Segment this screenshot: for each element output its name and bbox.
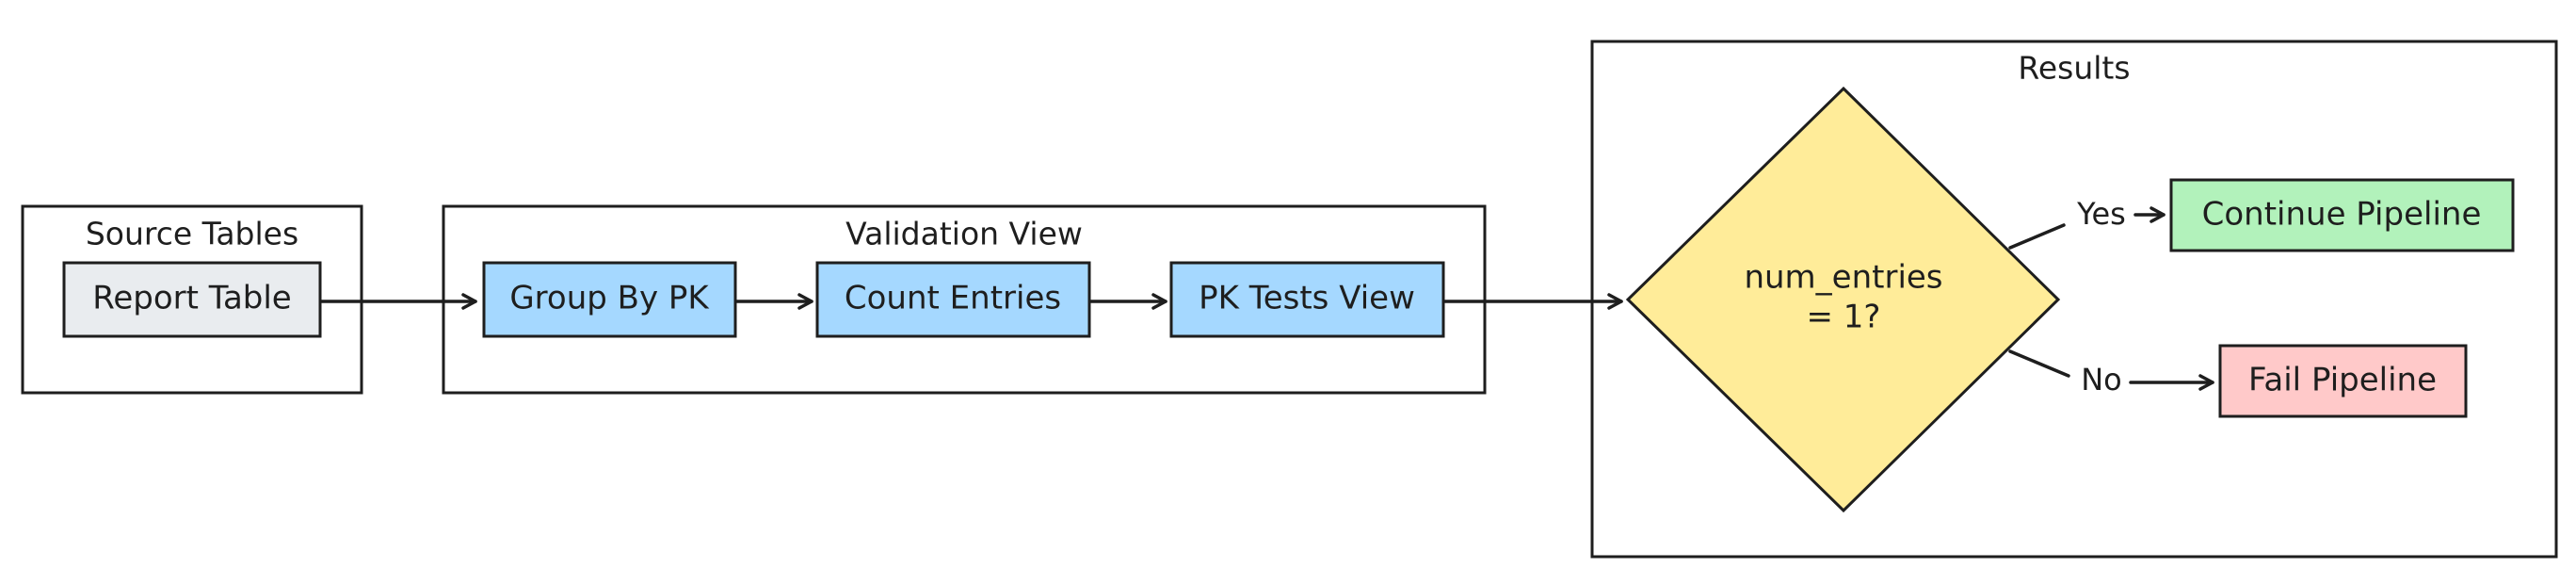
continue-pipeline-node: Continue Pipeline [2169,178,2515,252]
pk-tests-view-label: PK Tests View [1199,280,1415,317]
count-entries-label: Count Entries [845,280,1061,317]
edges: Yes No [318,196,2214,397]
pk-tests-view-node: PK Tests View [1169,261,1445,338]
continue-pipeline-box [2169,178,2515,252]
report-table-label: Report Table [92,280,291,317]
count-entries-box [815,261,1091,338]
edge-decision-no-segment [2008,349,2070,378]
group-by-pk-box [482,261,737,338]
decision-line-2: = 1? [1807,299,1881,336]
fail-pipeline-box [2218,344,2468,418]
fail-pipeline-label: Fail Pipeline [2248,362,2437,399]
report-table-box [62,261,322,338]
yes-label: Yes [2076,196,2126,232]
no-label: No [2081,362,2122,397]
decision-line-1: num_entries [1744,259,1942,297]
validation-view-title: Validation View [845,216,1083,252]
results-title: Results [2018,50,2130,87]
decision-diamond [1625,86,2061,513]
group-by-pk-node: Group By PK [482,261,737,338]
pk-tests-view-box [1169,261,1445,338]
continue-pipeline-label: Continue Pipeline [2202,196,2482,234]
edge-decision-yes-segment [2008,223,2066,250]
group-by-pk-label: Group By PK [509,280,710,317]
decision-node: num_entries = 1? [1625,86,2061,513]
report-table-node: Report Table [62,261,322,338]
count-entries-node: Count Entries [815,261,1091,338]
fail-pipeline-node: Fail Pipeline [2218,344,2468,418]
source-tables-title: Source Tables [86,216,298,252]
